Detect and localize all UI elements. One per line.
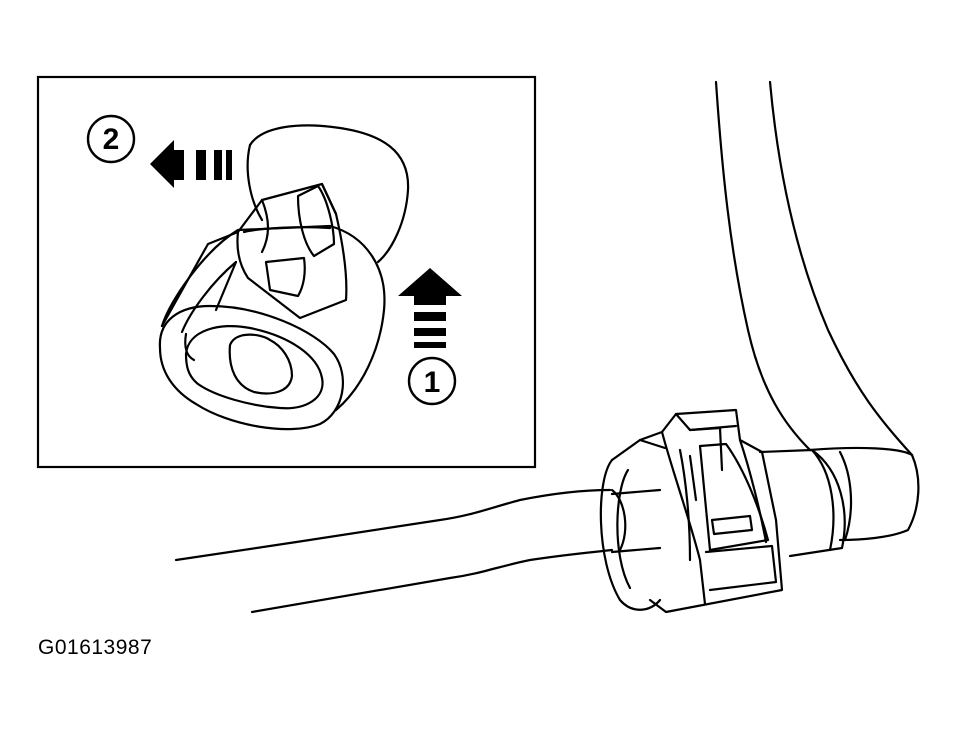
step-2-callout: 2 bbox=[86, 114, 232, 188]
hose-elbow bbox=[808, 446, 920, 542]
connector-body bbox=[758, 448, 846, 558]
main-assembly bbox=[174, 80, 920, 614]
inset-clip-drawing bbox=[158, 124, 410, 431]
step-1-label: 1 bbox=[424, 366, 441, 399]
step-1-callout: 1 bbox=[398, 268, 462, 406]
up-arrow-icon bbox=[398, 268, 462, 348]
step-1-circle bbox=[407, 356, 457, 406]
figure-id-label: G01613987 bbox=[38, 636, 153, 659]
step-2-label: 2 bbox=[103, 123, 120, 156]
collar-ring bbox=[599, 438, 667, 611]
horizontal-tube bbox=[174, 488, 662, 614]
clip-housing bbox=[638, 408, 784, 614]
left-arrow-icon bbox=[150, 140, 232, 188]
vertical-hose bbox=[714, 80, 914, 457]
step-2-circle bbox=[86, 114, 136, 164]
inset-panel: 2 1 bbox=[36, 75, 537, 469]
